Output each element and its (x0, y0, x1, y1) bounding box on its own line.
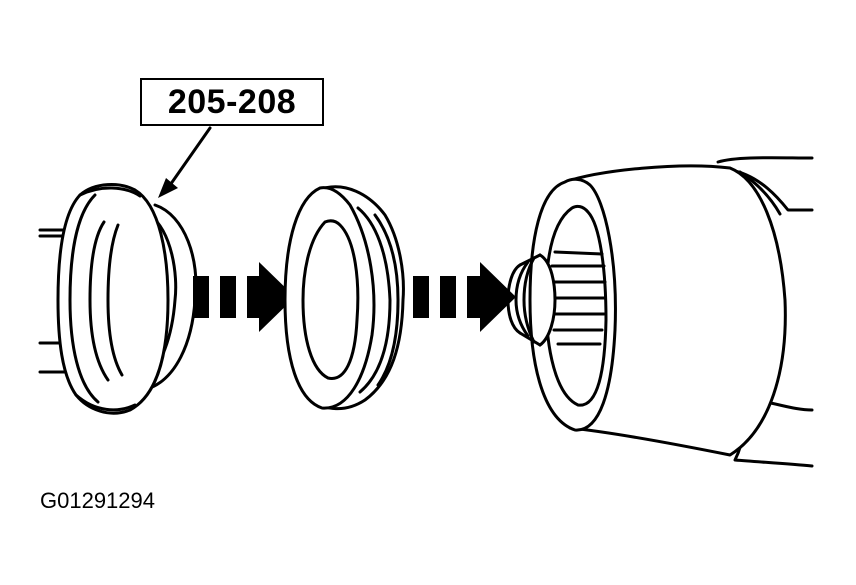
callout-leader-arrow (158, 126, 212, 198)
tool-number-label: 205-208 (167, 82, 297, 121)
direction-arrow-1-icon (193, 262, 295, 332)
oil-seal-icon (283, 185, 405, 411)
tool-number-callout: 205-208 (140, 78, 324, 126)
installer-tool-icon (38, 183, 198, 415)
housing-icon (506, 156, 814, 468)
direction-arrow-2-icon (413, 262, 516, 332)
figure-id-label: G01291294 (40, 488, 155, 513)
